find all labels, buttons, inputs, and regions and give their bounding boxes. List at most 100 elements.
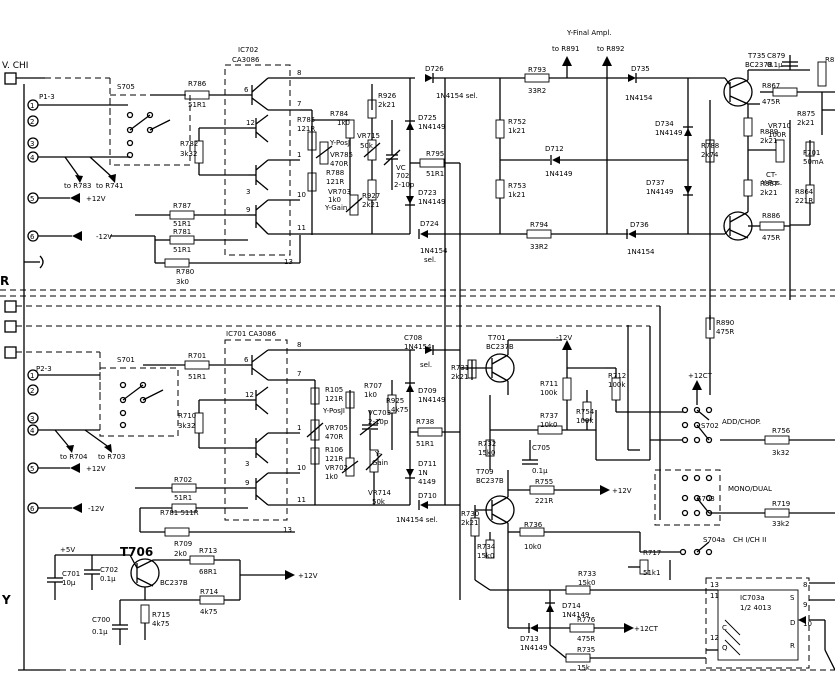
svg-text:1: 1 xyxy=(30,102,34,110)
svg-text:2k21: 2k21 xyxy=(378,101,395,109)
svg-text:1: 1 xyxy=(297,151,301,159)
svg-text:8: 8 xyxy=(297,69,301,77)
pot-vr705 xyxy=(310,419,320,441)
svg-text:+5V: +5V xyxy=(60,546,75,554)
svg-text:33k2: 33k2 xyxy=(772,520,789,528)
svg-text:+12V: +12V xyxy=(612,487,632,495)
svg-text:3: 3 xyxy=(245,460,249,468)
svg-text:R701: R701 xyxy=(188,352,206,360)
svg-text:1k21: 1k21 xyxy=(508,191,525,199)
svg-text:51R1: 51R1 xyxy=(426,170,444,178)
pot-vr710 xyxy=(775,139,785,163)
svg-text:10k0: 10k0 xyxy=(524,543,541,551)
svg-text:51R1: 51R1 xyxy=(188,373,206,381)
resistor-r701 xyxy=(184,360,210,370)
svg-text:9: 9 xyxy=(803,601,807,609)
svg-text:+12CT: +12CT xyxy=(688,372,713,380)
transistor-t735 xyxy=(723,77,753,107)
svg-text:R794: R794 xyxy=(530,221,549,229)
svg-text:D735: D735 xyxy=(631,65,650,73)
letter-r: R xyxy=(0,274,9,288)
svg-text:2k21: 2k21 xyxy=(461,519,478,527)
svg-text:1N4149: 1N4149 xyxy=(562,611,590,619)
svg-text:R776: R776 xyxy=(577,616,596,624)
svg-text:R784: R784 xyxy=(330,110,349,118)
svg-text:2: 2 xyxy=(30,118,34,126)
svg-text:T709: T709 xyxy=(475,468,494,476)
resistor-r786 xyxy=(184,90,210,100)
svg-text:VR715: VR715 xyxy=(357,132,380,140)
svg-text:4k75: 4k75 xyxy=(200,608,217,616)
resistor-r781 xyxy=(169,235,195,245)
svg-text:C702: C702 xyxy=(100,566,118,574)
svg-text:33R2: 33R2 xyxy=(528,87,546,95)
resistor-r756 xyxy=(764,435,790,445)
svg-text:R795: R795 xyxy=(426,150,444,158)
svg-text:1k0: 1k0 xyxy=(325,473,338,481)
svg-text:VR714: VR714 xyxy=(368,489,392,497)
svg-text:VR705: VR705 xyxy=(325,424,348,432)
svg-text:1N4154: 1N4154 xyxy=(627,248,655,256)
svg-text:8: 8 xyxy=(297,341,301,349)
svg-text:D710: D710 xyxy=(418,492,437,500)
svg-text:R732: R732 xyxy=(478,440,496,448)
resistor-r719 xyxy=(764,508,790,518)
svg-text:R787: R787 xyxy=(173,202,191,210)
svg-text:R736: R736 xyxy=(524,521,543,529)
svg-text:7: 7 xyxy=(297,100,301,108)
svg-text:R785: R785 xyxy=(297,116,315,124)
svg-text:R714: R714 xyxy=(200,588,219,596)
p12-label-a: +12V xyxy=(86,195,106,203)
svg-text:T735: T735 xyxy=(747,52,766,60)
svg-text:3k32: 3k32 xyxy=(180,150,197,158)
svg-text:D724: D724 xyxy=(420,220,439,228)
svg-text:2k21: 2k21 xyxy=(797,119,814,127)
svg-text:6: 6 xyxy=(30,233,35,241)
svg-text:R715: R715 xyxy=(152,611,170,619)
svg-text:51k1: 51k1 xyxy=(643,569,660,577)
resistor-r889 xyxy=(743,117,753,137)
svg-text:15k: 15k xyxy=(577,664,591,672)
svg-text:R864: R864 xyxy=(795,188,814,196)
svg-text:BC237B: BC237B xyxy=(160,579,188,587)
svg-text:R81: R81 xyxy=(825,56,835,64)
svg-text:VC703: VC703 xyxy=(368,409,391,417)
ch1-pin-group: P1-3 1 2 3 4 5 6 to R783 to R741 +12V -1… xyxy=(24,93,155,269)
svg-text:R754: R754 xyxy=(576,408,595,416)
svg-text:R737: R737 xyxy=(540,412,558,420)
svg-text:100k: 100k xyxy=(608,381,626,389)
svg-text:9: 9 xyxy=(245,479,249,487)
pin-2-ch2 xyxy=(27,384,39,396)
svg-text:1N4149: 1N4149 xyxy=(418,123,446,131)
svg-text:1N4149: 1N4149 xyxy=(646,188,674,196)
svg-text:3k32: 3k32 xyxy=(178,422,195,430)
svg-text:R105: R105 xyxy=(325,386,343,394)
resistor-r753 xyxy=(495,179,505,199)
to-r741-label: to R741 xyxy=(96,182,123,190)
svg-text:R786: R786 xyxy=(188,80,207,88)
svg-text:+12CT: +12CT xyxy=(634,625,659,633)
svg-text:IC703a: IC703a xyxy=(740,594,765,602)
resistor-r736 xyxy=(519,527,545,537)
svg-text:VR703: VR703 xyxy=(328,188,351,196)
resistor-r780 xyxy=(164,258,190,268)
svg-text:S: S xyxy=(790,594,795,602)
svg-text:12: 12 xyxy=(245,391,254,399)
y-final-ampl: Y-Final Ampl. to R891 to R892 R793 33R2 … xyxy=(495,29,734,395)
svg-text:1: 1 xyxy=(30,372,34,380)
svg-text:Y-: Y- xyxy=(374,450,381,458)
svg-text:475R: 475R xyxy=(577,635,595,643)
svg-text:R781: R781 xyxy=(173,228,191,236)
pin-2-ch1 xyxy=(27,115,39,127)
svg-text:C708: C708 xyxy=(404,334,422,342)
svg-text:R890: R890 xyxy=(716,319,734,327)
svg-text:8: 8 xyxy=(803,581,807,589)
svg-text:C701: C701 xyxy=(62,570,80,578)
svg-text:R782: R782 xyxy=(180,140,198,148)
svg-text:4k75: 4k75 xyxy=(391,406,408,414)
svg-text:100k: 100k xyxy=(576,417,594,425)
svg-text:F701: F701 xyxy=(803,149,820,157)
svg-text:121R: 121R xyxy=(326,178,344,186)
resistor-r735 xyxy=(565,653,591,663)
